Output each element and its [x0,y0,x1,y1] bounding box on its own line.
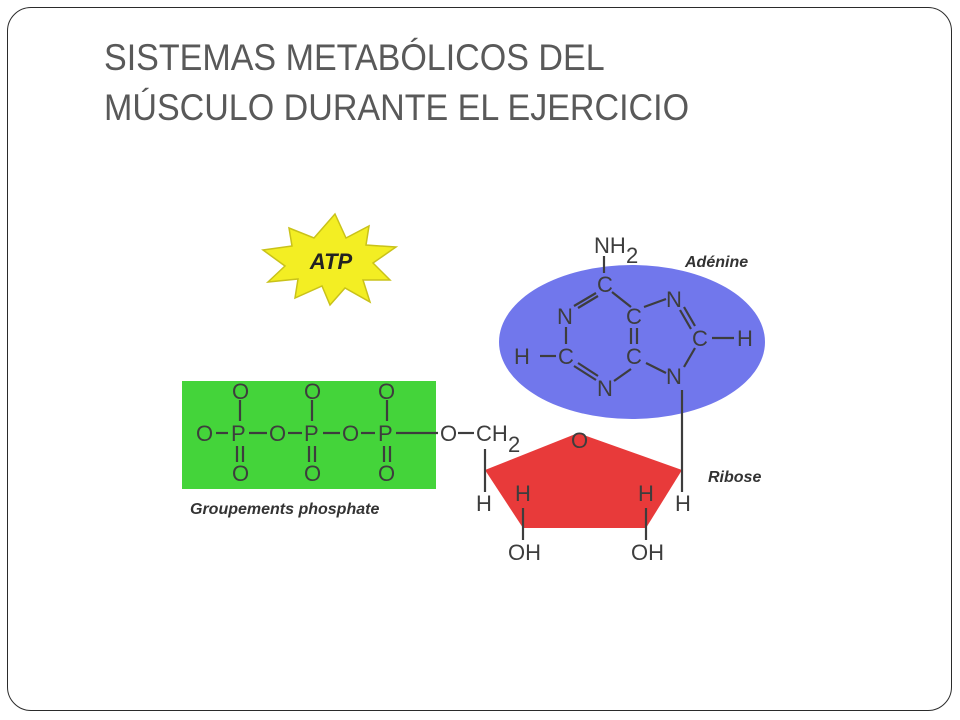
atom-o-bottom-3: O [378,461,395,486]
atom-oh-c2: OH [631,540,664,565]
phosphate-box [182,381,436,489]
atom-o-link-2: O [342,421,359,446]
ribose-pentagon [485,433,682,528]
atom-nh-group: NH [594,233,626,258]
slide-title: SISTEMAS METABÓLICOS DEL MÚSCULO DURANTE… [104,33,840,133]
atom-h-c2-adenine: H [514,344,530,369]
atom-ch-group: CH [476,421,508,446]
atom-p-1: P [231,421,246,446]
atom-o-bottom-2: O [304,461,321,486]
atom-n7: N [666,287,682,312]
atp-star-shape [261,212,399,307]
ribose-label: Ribose [708,469,761,486]
ribose-atoms: O H H H H OH OH [476,428,691,565]
atom-o-link-1: O [269,421,286,446]
atom-p-2: P [304,421,319,446]
atom-ch-subscript: 2 [508,432,520,457]
atom-nh-subscript: 2 [626,243,638,268]
adenine-label: Adénine [684,254,748,271]
atom-h-c2: H [638,481,654,506]
atom-o-bottom-1: O [232,461,249,486]
atom-h-c1: H [675,491,691,516]
atom-h-c4: H [476,491,492,516]
atom-p-3: P [378,421,393,446]
atom-o-ring: O [571,428,588,453]
atom-c8: C [692,326,708,351]
phosphate-label: Groupements phosphate [190,501,379,518]
atom-c4: C [626,344,642,369]
adenine-atoms: NH 2 C N C N C H C H C N N [514,233,753,401]
atom-c5: C [626,304,642,329]
atom-oh-c3: OH [508,540,541,565]
atom-h-c3: H [515,481,531,506]
atp-star-badge: ATP [261,212,399,307]
atom-o-top-3: O [378,379,395,404]
bond-lines [216,256,734,540]
atom-n3: N [597,376,613,401]
atom-o-ester: O [440,421,457,446]
atom-h-c8: H [737,326,753,351]
atp-badge-label: ATP [309,249,353,274]
atom-c2: C [558,344,574,369]
atom-n1: N [557,304,573,329]
phosphate-atoms: O P O P O P O O O O O O O CH 2 [196,379,520,486]
title-line-1: SISTEMAS METABÓLICOS DEL [104,37,605,78]
atom-o-left: O [196,421,213,446]
title-line-2: MÚSCULO DURANTE EL EJERCICIO [104,87,690,128]
slide-frame [7,7,952,711]
atom-n9: N [666,364,682,389]
atom-c6: C [597,272,613,297]
atom-o-top-1: O [232,379,249,404]
atom-o-top-2: O [304,379,321,404]
